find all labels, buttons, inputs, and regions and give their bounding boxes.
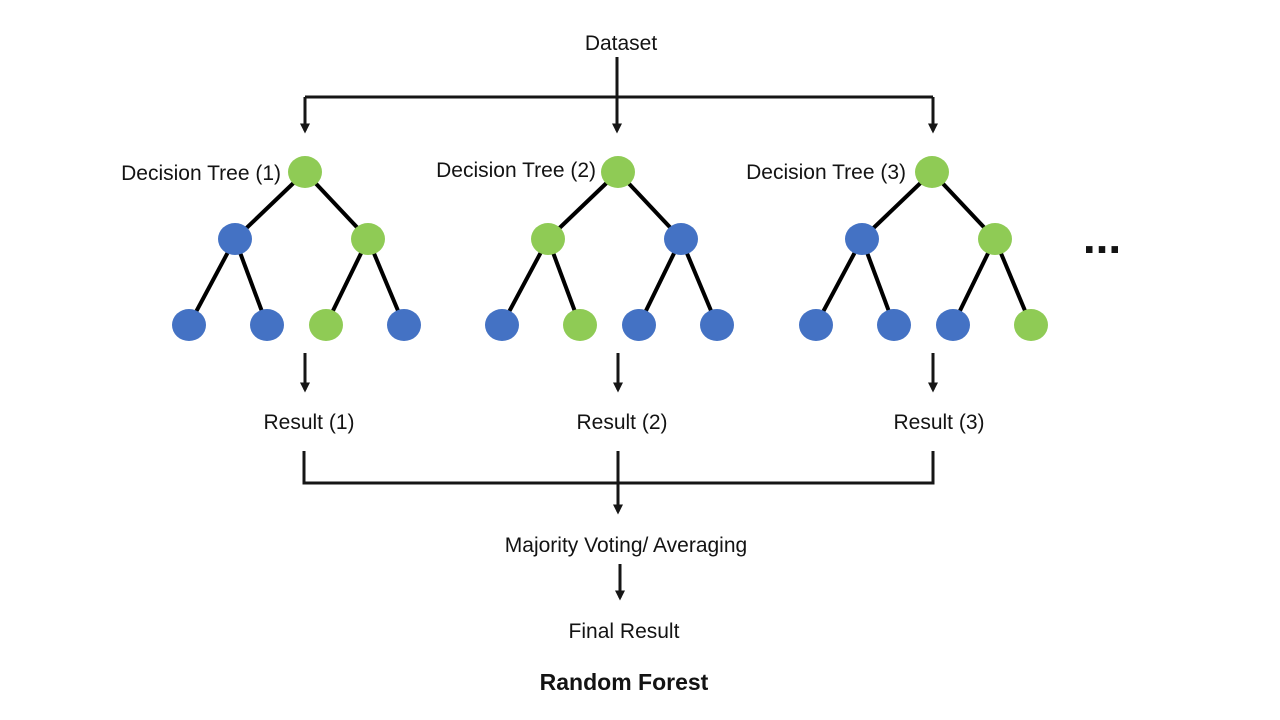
tree-2-nodes xyxy=(485,156,734,341)
tree-2-root-node xyxy=(601,156,635,188)
tree-3-leaf-node-3 xyxy=(936,309,970,341)
tree-3-nodes xyxy=(799,156,1048,341)
tree-2-mid-node-2 xyxy=(664,223,698,255)
tree-1-leaf-node-2 xyxy=(250,309,284,341)
tree-3-result-label: Result (3) xyxy=(893,411,984,434)
tree-3-leaf-node-1 xyxy=(799,309,833,341)
tree-2-leaf-node-1 xyxy=(485,309,519,341)
tree-1-mid-node-1 xyxy=(218,223,252,255)
tree-3-leaf-node-2 xyxy=(877,309,911,341)
tree-3-leaf-node-4 xyxy=(1014,309,1048,341)
tree-2-leaf-node-4 xyxy=(700,309,734,341)
tree-1-mid-node-2 xyxy=(351,223,385,255)
tree-1-edge xyxy=(187,238,237,326)
tree-3-mid-node-1 xyxy=(845,223,879,255)
tree-1-leaf-node-3 xyxy=(309,309,343,341)
final-result-label: Final Result xyxy=(569,620,680,643)
dataset-label: Dataset xyxy=(585,32,658,55)
tree-2-mid-node-1 xyxy=(531,223,565,255)
tree-2-leaf-node-2 xyxy=(563,309,597,341)
tree-2: Decision Tree (2) Result (2) xyxy=(436,156,734,434)
tree-1-root-node xyxy=(288,156,322,188)
tree-2-label: Decision Tree (2) xyxy=(436,159,596,182)
tree-3: Decision Tree (3) Result (3) xyxy=(746,156,1048,434)
diagram-title: Random Forest xyxy=(540,669,709,695)
tree-3-mid-node-2 xyxy=(978,223,1012,255)
tree-3-edge xyxy=(814,238,864,326)
tree-1-nodes xyxy=(172,156,421,341)
tree-2-result-label: Result (2) xyxy=(576,411,667,434)
tree-2-edge xyxy=(500,238,550,326)
tree-1: Decision Tree (1) Result (1) xyxy=(121,156,421,434)
tree-3-root-node xyxy=(915,156,949,188)
tree-1-leaf-node-1 xyxy=(172,309,206,341)
tree-3-label: Decision Tree (3) xyxy=(746,161,906,184)
majority-voting-label: Majority Voting/ Averaging xyxy=(505,534,747,557)
tree-2-leaf-node-3 xyxy=(622,309,656,341)
tree-1-leaf-node-4 xyxy=(387,309,421,341)
tree-1-result-label: Result (1) xyxy=(263,411,354,434)
more-trees-ellipsis-icon: ... xyxy=(1083,211,1121,263)
tree-1-label: Decision Tree (1) xyxy=(121,162,281,185)
